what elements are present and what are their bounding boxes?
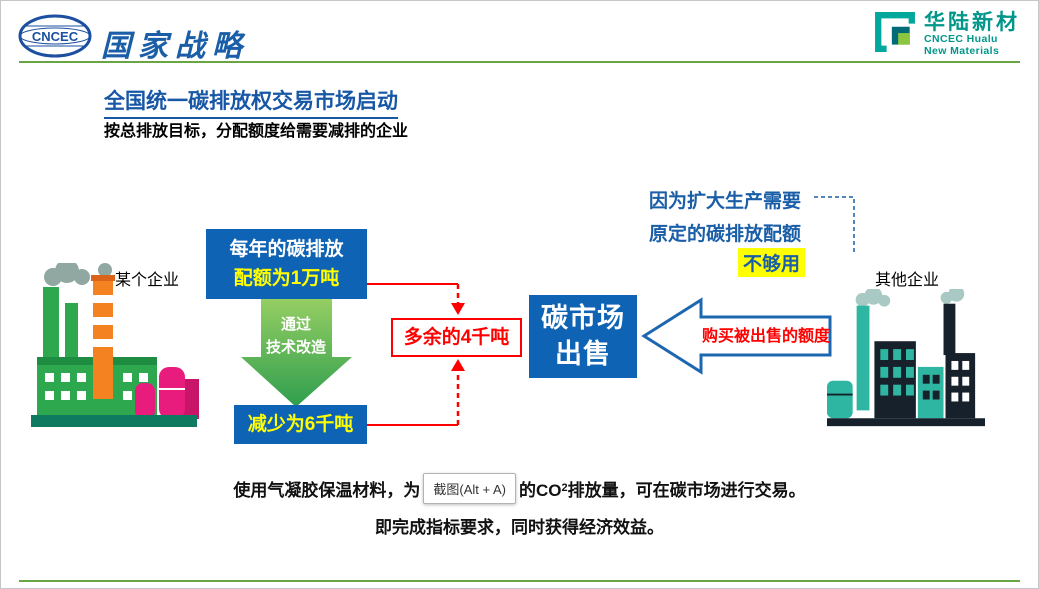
buy-quota-arrow-label: 购买被出售的额度 bbox=[702, 326, 831, 345]
hualu-logo-text: 华陆新材 CNCEC Hualu New Materials bbox=[924, 11, 1020, 57]
factory-illustration-right bbox=[827, 289, 985, 427]
caption-line-1: 使用气凝胶保温材料，为 截图(Alt + A) 的CO 2 排放量，可在碳市场进… bbox=[1, 471, 1038, 505]
caption-line1-suffix-a: 的CO bbox=[518, 480, 562, 500]
arrow-text-line1: 通过 bbox=[281, 315, 311, 333]
caption-line1-suffix-b: 排放量，可在碳市场进行交易。 bbox=[567, 480, 806, 500]
header-brand-title: 国家战略 bbox=[101, 30, 249, 63]
quota-box: 每年的碳排放 配额为1万吨 bbox=[206, 229, 367, 299]
annotation-original-quota: 原定的碳排放配额 bbox=[649, 224, 802, 245]
factory-illustration-left bbox=[31, 263, 199, 427]
buy-quota-arrow: 购买被出售的额度 bbox=[641, 297, 832, 375]
carbon-market-box: 碳市场 出售 bbox=[529, 295, 637, 378]
arrow-text-line2: 技术改造 bbox=[266, 338, 326, 356]
screenshot-tooltip: 截图(Alt + A) bbox=[423, 472, 516, 504]
hualu-logo-name: 华陆新材 bbox=[924, 11, 1020, 34]
hualu-logo: 华陆新材 CNCEC Hualu New Materials bbox=[874, 11, 1020, 57]
quota-box-line2: 配额为1万吨 bbox=[233, 268, 340, 289]
page-title: 全国统一碳排放权交易市场启动 bbox=[104, 85, 398, 119]
page-subtitle: 按总排放目标，分配额度给需要减排的企业 bbox=[104, 123, 409, 140]
bottom-divider bbox=[19, 580, 1020, 582]
annotation-expand-production: 因为扩大生产需要 bbox=[649, 191, 802, 212]
quota-box-line1: 每年的碳排放 bbox=[229, 238, 344, 260]
reduced-box: 减少为6千吨 bbox=[234, 405, 367, 444]
carbon-market-line1: 碳市场 bbox=[541, 303, 625, 334]
annotation-not-enough-badge: 不够用 bbox=[738, 248, 806, 277]
cncec-logo-text: CNCEC bbox=[32, 29, 79, 44]
hualu-logo-subtitle-2: New Materials bbox=[924, 44, 1000, 57]
red-arrowhead-down bbox=[451, 303, 465, 315]
hualu-logo-icon bbox=[875, 12, 915, 52]
caption-line-2: 即完成指标要求，同时获得经济效益。 bbox=[375, 518, 664, 537]
caption-line1-prefix: 使用气凝胶保温材料，为 bbox=[233, 480, 421, 500]
header-divider bbox=[19, 61, 1020, 63]
carbon-market-line2: 出售 bbox=[555, 338, 611, 369]
surplus-box: 多余的4千吨 bbox=[391, 318, 522, 357]
hualu-logo-subtitle-1: CNCEC Hualu bbox=[924, 33, 998, 46]
caption-co2-subscript: 2 bbox=[561, 482, 568, 494]
technology-upgrade-arrow: 通过 技术改造 bbox=[241, 299, 352, 407]
red-arrowhead-up bbox=[451, 359, 465, 371]
right-factory-label: 其他企业 bbox=[875, 272, 940, 289]
left-factory-label: 某个企业 bbox=[115, 272, 180, 289]
cncec-logo: CNCEC bbox=[18, 14, 92, 58]
blue-dashed-connector bbox=[814, 196, 855, 253]
